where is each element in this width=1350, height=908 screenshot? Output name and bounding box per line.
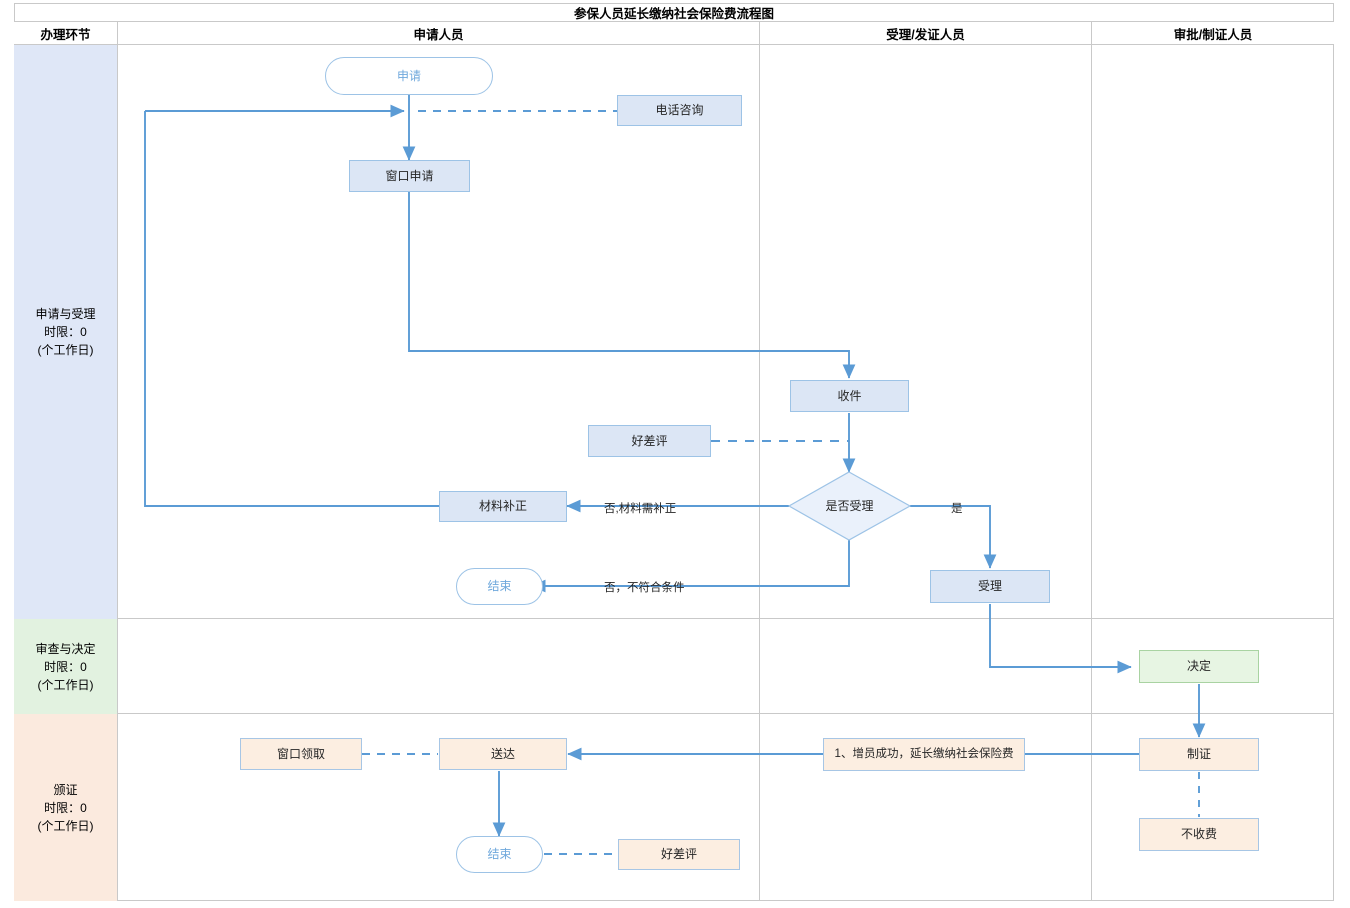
- node-result-note[interactable]: 1、增员成功，延长缴纳社会保险费: [823, 738, 1025, 771]
- lane-application: 申请与受理 时限：0 (个工作日): [14, 45, 1334, 619]
- node-end-2[interactable]: 结束: [456, 836, 543, 873]
- column-header-row: 办理环节 申请人员 受理/发证人员 审批/制证人员: [14, 22, 1334, 45]
- lane3-col-applicant: [118, 714, 760, 901]
- node-rating-1[interactable]: 好差评: [588, 425, 711, 457]
- lane-unit: (个工作日): [37, 343, 94, 357]
- node-accept[interactable]: 受理: [930, 570, 1050, 603]
- column-header-stage: 办理环节: [14, 22, 118, 45]
- node-decision[interactable]: 决定: [1139, 650, 1259, 683]
- column-header-acceptor: 受理/发证人员: [760, 22, 1092, 45]
- lane-label-issue: 颁证 时限：0 (个工作日): [14, 714, 118, 901]
- edge-label-no-cond: 否，不符合条件: [604, 582, 685, 594]
- lane-review: 审查与决定 时限：0 (个工作日): [14, 619, 1334, 714]
- column-header-applicant: 申请人员: [118, 22, 760, 45]
- edge-label-yes: 是: [951, 503, 963, 515]
- lane1-col-approver: [1092, 45, 1334, 619]
- lane-label-review: 审查与决定 时限：0 (个工作日): [14, 619, 118, 714]
- node-decision-accept[interactable]: 是否受理: [789, 488, 910, 524]
- node-deliver[interactable]: 送达: [439, 738, 567, 770]
- node-phone-consult[interactable]: 电话咨询: [617, 95, 742, 126]
- lane3-col-acceptor: [760, 714, 1092, 901]
- lane1-col-applicant: [118, 45, 760, 619]
- lane2-col-applicant: [118, 619, 760, 714]
- column-header-approver: 审批/制证人员: [1092, 22, 1334, 45]
- lane1-col-acceptor: [760, 45, 1092, 619]
- lane-name: 审查与决定: [35, 641, 96, 656]
- node-material-fix[interactable]: 材料补正: [439, 491, 567, 522]
- lane-unit: (个工作日): [37, 818, 94, 833]
- chart-title: 参保人员延长缴纳社会保险费流程图: [14, 3, 1334, 22]
- node-window-get[interactable]: 窗口领取: [240, 738, 362, 770]
- edge-label-no-fix: 否,材料需补正: [604, 503, 677, 515]
- lane-limit: 时限：0: [44, 800, 87, 815]
- lane-label-application: 申请与受理 时限：0 (个工作日): [14, 45, 118, 619]
- node-make-cert[interactable]: 制证: [1139, 738, 1259, 771]
- lane-issue: 颁证 时限：0 (个工作日): [14, 714, 1334, 901]
- node-window-apply[interactable]: 窗口申请: [349, 160, 470, 192]
- node-receive[interactable]: 收件: [790, 380, 909, 412]
- lane-unit: (个工作日): [37, 677, 94, 692]
- lane2-col-acceptor: [760, 619, 1092, 714]
- lane-name: 颁证: [53, 782, 78, 797]
- node-rating-2[interactable]: 好差评: [618, 839, 740, 870]
- node-no-fee[interactable]: 不收费: [1139, 818, 1259, 851]
- lane-name: 申请与受理: [35, 307, 96, 321]
- decision-label: 是否受理: [825, 498, 874, 513]
- node-apply[interactable]: 申请: [325, 57, 493, 95]
- lane-limit: 时限：0: [44, 325, 87, 339]
- node-end-1[interactable]: 结束: [456, 568, 543, 605]
- lane-limit: 时限：0: [44, 659, 87, 674]
